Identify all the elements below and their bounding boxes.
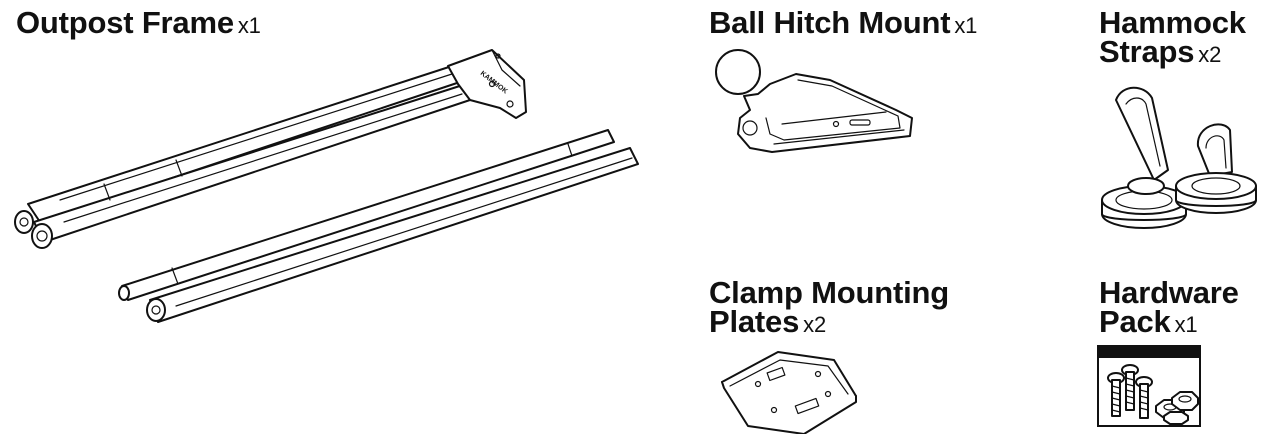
hammock-straps-qty: x2 [1198,42,1222,67]
hardware-pack-name-line-2: Pack [1099,304,1171,339]
clamp-mounting-plates-name-line-2: Plates [709,304,800,339]
nut-3 [1163,411,1189,425]
clamp-mounting-plates-name-line-1: Clamp Mounting [709,275,949,310]
hardware-pack-name-line-1: Hardware [1099,275,1239,310]
hammock-straps-name-line-2: Straps [1099,34,1195,69]
bolt-1 [1107,372,1125,417]
outpost-frame-name: Outpost Frame [16,5,234,40]
nut-2 [1171,391,1199,411]
bolt-2 [1121,364,1139,411]
clamp-mounting-plates-qty: x2 [803,312,826,337]
hammock-straps-name-line-1: Hammock [1099,5,1246,40]
outpost-frame-illustration: KAMMOK [14,49,639,323]
ball-hitch-mount-name: Ball Hitch Mount [709,5,951,40]
bolt-3 [1135,376,1153,419]
outpost-frame-qty: x1 [237,13,261,38]
clamp-mounting-plates-illustration [721,351,857,434]
hammock-straps-illustration [1101,86,1257,229]
ball-hitch-mount-qty: x1 [954,13,978,38]
hardware-pack-qty: x1 [1174,312,1198,337]
hardware-pack-illustration [1097,345,1201,427]
ball-hitch-mount-illustration [715,49,913,153]
